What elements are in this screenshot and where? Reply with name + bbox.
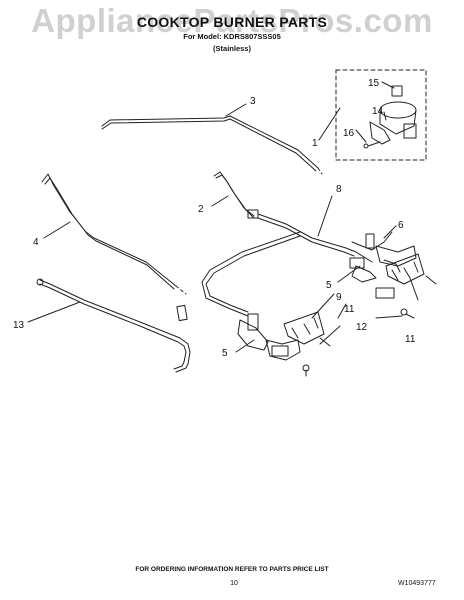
model-subtitle: For Model: KDRS807SSS05: [183, 32, 281, 41]
valve-5-lower: [247, 313, 259, 331]
regulator-cap: [391, 85, 403, 97]
callout-5-upper: 5: [326, 280, 332, 291]
manifold-tube-upper: [101, 115, 323, 175]
electrode-bracket-right: [375, 253, 437, 319]
pressure-regulator: [363, 85, 417, 149]
callout-13: 13: [13, 320, 25, 331]
burner-tube-small: [213, 171, 259, 219]
callout-3: 3: [250, 96, 256, 107]
watermark: AppliancePartsPros.com: [31, 2, 433, 39]
callout-15: 15: [368, 78, 380, 89]
valve-6: [365, 233, 375, 249]
page-title: COOKTOP BURNER PARTS: [136, 14, 328, 30]
tube-end-fitting: [36, 278, 44, 286]
tube-fitting-13: [176, 304, 188, 322]
callout-14: 14: [372, 106, 384, 117]
callout-8: 8: [336, 184, 342, 195]
callout-11-lower: 11: [344, 304, 355, 315]
leader-lines: [27, 81, 419, 353]
manifold-frame: [201, 213, 373, 317]
burner-valve-right: [349, 231, 417, 283]
igniter-block-lower: [271, 345, 289, 357]
manifold-tube-left: [41, 173, 187, 295]
callout-11-right: 11: [405, 334, 416, 345]
callout-1: 1: [312, 138, 318, 149]
callout-6: 6: [398, 220, 404, 231]
callout-2: 2: [198, 204, 204, 215]
callout-16: 16: [343, 128, 355, 139]
page-number: 10: [230, 580, 238, 587]
screw-12-right: [400, 308, 408, 316]
callout-5-lower: 5: [222, 348, 228, 359]
burner-valve-lower: [237, 313, 301, 361]
regulator-outlet: [403, 123, 417, 139]
finish-variant: (Stainless): [213, 44, 251, 53]
ordering-note: FOR ORDERING INFORMATION REFER TO PARTS …: [135, 566, 329, 573]
burner-tube-lower: [36, 278, 191, 373]
regulator-screw: [363, 143, 369, 149]
igniter-block-right: [375, 287, 395, 299]
document-number: W10493777: [398, 580, 436, 587]
callout-9: 9: [336, 292, 342, 303]
electrode-bracket-lower: [283, 311, 331, 377]
callout-4: 4: [33, 237, 39, 248]
callout-12: 12: [356, 322, 368, 333]
